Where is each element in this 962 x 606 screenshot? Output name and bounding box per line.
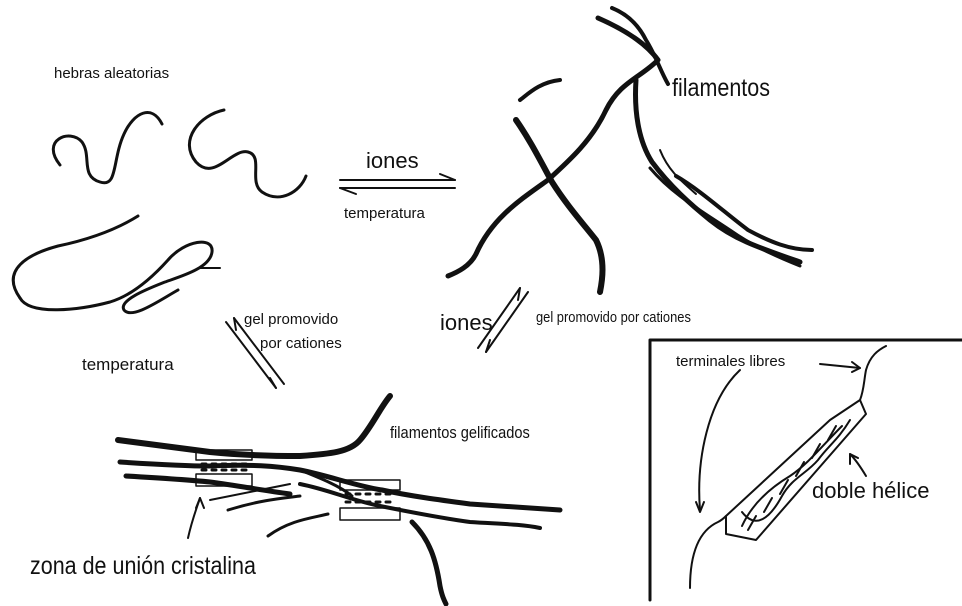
label-gel-promoted-left-line1: gel promovido <box>244 312 338 327</box>
random-strands <box>13 110 306 313</box>
filaments <box>448 8 812 292</box>
label-free-ends: terminales libres <box>676 354 785 369</box>
label-gel-promoted-left-line2: por cationes <box>260 336 342 351</box>
label-temperature-top: temperatura <box>344 206 425 221</box>
label-gelled-filaments: filamentos gelificados <box>390 424 530 441</box>
equilibrium-arrows-top <box>340 174 455 194</box>
label-temperature-left: temperatura <box>82 356 174 373</box>
label-junction-zone: zona de unión cristalina <box>30 554 256 579</box>
double-helix-pointer <box>850 454 866 476</box>
label-filaments: filamentos <box>672 76 770 101</box>
label-ions-middle: iones <box>440 312 493 334</box>
equilibrium-arrows-left <box>226 318 284 388</box>
label-ions-top: iones <box>366 150 419 172</box>
label-double-helix: doble hélice <box>812 480 929 502</box>
label-gel-promoted-right: gel promovido por cationes <box>536 310 691 325</box>
double-helix-detail <box>690 346 886 588</box>
label-random-strands: hebras aleatorias <box>54 66 169 81</box>
junction-pointer-arrow <box>188 498 204 538</box>
